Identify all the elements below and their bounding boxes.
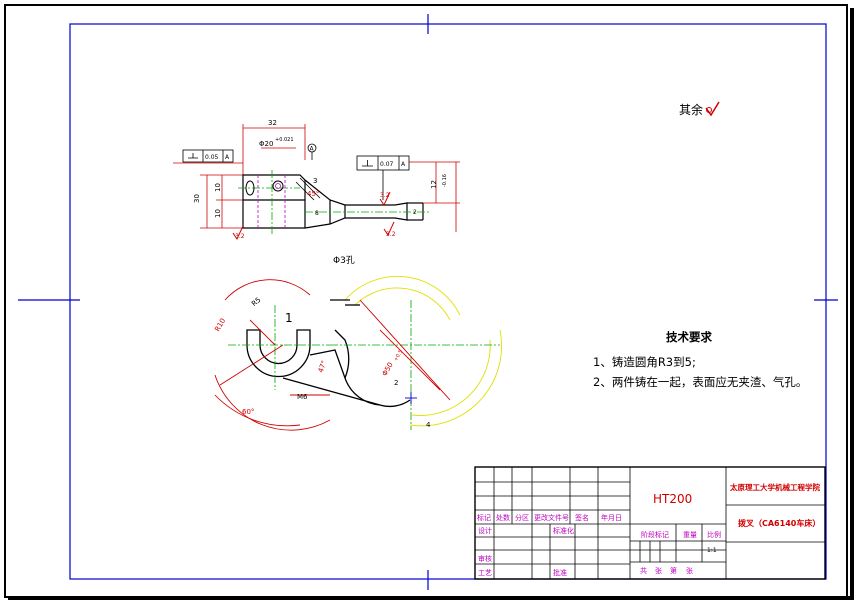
dim-10b: 10 [214, 209, 222, 218]
hole-note: Φ3孔 [333, 255, 355, 266]
material: HT200 [653, 492, 692, 506]
dim-r5: R5 [250, 296, 262, 308]
dim-8: 8 [315, 210, 319, 217]
dim-phi50: Φ50 [381, 361, 395, 377]
h-date: 年月日 [601, 513, 622, 522]
dim-3: 3 [313, 177, 317, 185]
dim-30: 30 [193, 194, 201, 203]
h-approve: 批准 [553, 568, 567, 577]
datum-label: A [310, 146, 315, 153]
front-view: 32 Φ20 +0.021 A 0.05 A 0.07 A [173, 119, 460, 266]
h-weight: 重量 [683, 531, 697, 539]
surface-finish-note: 其余 [679, 102, 703, 117]
dim-10a: 10 [214, 183, 222, 192]
roughness-icon-1 [232, 225, 244, 241]
h-count: 处数 [496, 513, 510, 522]
tol-flat-2: 0.07 [380, 161, 394, 168]
dim-47deg: 47° [317, 359, 329, 373]
dim-12: 12 [430, 180, 438, 189]
roughness-3: 3.2 [386, 231, 396, 238]
dim-phi20-tol: +0.021 [275, 137, 294, 143]
dim-2b: 2 [394, 379, 398, 387]
tol-flat-1: 0.05 [205, 154, 219, 161]
sheet-shadow [8, 596, 854, 600]
h-sheets: 张 [655, 566, 662, 575]
title-block: HT200 太原理工大学机械工程学院 拨叉（CA6140车床） 标记 处数 分区… [474, 466, 826, 580]
h-sign: 签名 [575, 513, 589, 522]
dim-32: 32 [268, 119, 277, 127]
tol-datum-2: A [401, 161, 406, 168]
surface-finish-symbol-icon [705, 101, 720, 117]
h-total: 共 [640, 566, 647, 575]
h-no: 第 [670, 566, 677, 575]
perpendicularity-icon-2 [362, 160, 373, 167]
h-review: 审核 [478, 554, 492, 563]
h-design: 设计 [478, 526, 492, 535]
dim-2: 2 [413, 209, 417, 216]
dim-1: 1 [285, 311, 293, 325]
h-docno: 更改文件号 [534, 513, 569, 522]
sheet-shadow-right [850, 8, 854, 600]
tech-req-title: 技术要求 [666, 330, 712, 344]
school-name: 太原理工大学机械工程学院 [730, 482, 820, 492]
inner-frame [69, 23, 827, 580]
roughness-icon-3 [383, 221, 395, 237]
part-name: 拨叉（CA6140车床） [738, 518, 820, 528]
tech-req-1: 1、铸造圆角R3到5; [593, 355, 696, 369]
tech-req-2: 2、两件铸在一起，表面应无夹渣、气孔。 [593, 375, 807, 389]
roughness-2: 3.2 [380, 192, 390, 199]
dim-4: 4 [426, 421, 431, 429]
dim-r10: R10 [213, 317, 227, 333]
h-process: 工艺 [478, 569, 492, 577]
h-std: 标准化 [553, 526, 574, 535]
outer-border [4, 4, 848, 598]
dim-45deg: 45° [307, 190, 319, 198]
roughness-icon-2 [379, 191, 391, 207]
roughness-1: 3.2 [235, 233, 245, 240]
dim-12-tol: -0.16 [442, 174, 448, 187]
centering-marks [18, 14, 838, 590]
h-scale: 比例 [707, 530, 721, 539]
h-sheet2: 张 [686, 566, 693, 575]
tol-datum-1: A [225, 154, 230, 161]
h-mark: 标记 [477, 513, 491, 522]
top-view: R10 R5 1 47° Φ50 +0.5 M6 60° 2 4 [213, 275, 503, 431]
scale-value: 1:1 [707, 547, 717, 554]
dim-phi50-tol: +0.5 [393, 349, 404, 363]
dim-60deg: 60° [242, 408, 254, 416]
dim-phi20: Φ20 [259, 140, 273, 148]
perpendicularity-icon [188, 153, 198, 159]
h-zone: 分区 [515, 513, 529, 522]
h-stage: 阶段标记 [641, 530, 669, 539]
finish-circle-icon [706, 107, 712, 113]
dim-m6: M6 [297, 393, 308, 401]
